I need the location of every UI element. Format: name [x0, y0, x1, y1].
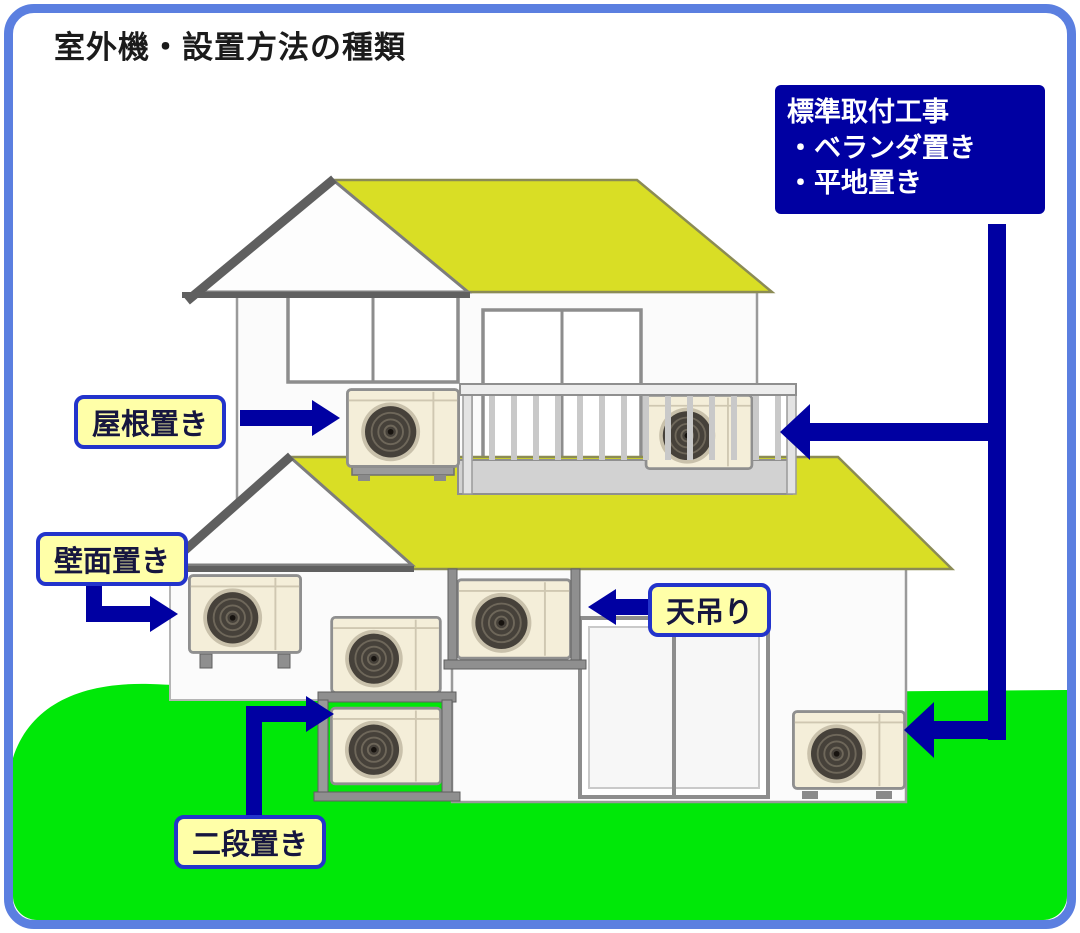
- arrow-ground-shaft: [934, 721, 1006, 739]
- first-floor-window: [578, 616, 770, 799]
- page-title: 室外機・設置方法の種類: [54, 30, 406, 66]
- wall-arrow-head: [150, 596, 178, 632]
- second-floor-left-window: [286, 290, 460, 384]
- ac-unit-roof: [346, 388, 460, 468]
- label-arrows: [86, 400, 652, 818]
- upper-roof: [182, 175, 776, 305]
- two-tier-arrow-head: [306, 696, 334, 732]
- ac-unit-stack-top: [330, 616, 442, 694]
- arrow-trunk: [988, 224, 1006, 740]
- roof-arrow-head: [312, 400, 340, 436]
- arrow-balcony-shaft: [810, 423, 1006, 441]
- standard-installation-title: 標準取付工事: [787, 97, 949, 128]
- roof-arrow-shaft: [240, 410, 312, 426]
- standard-installation-item-ground: ・平地置き: [787, 168, 922, 200]
- wall-arrow-shaft: [86, 606, 150, 622]
- info-box-arrows: [780, 224, 1006, 758]
- ac-unit-wall-mount: [188, 574, 302, 669]
- ac-unit-roof-mount: [346, 388, 460, 481]
- ac-unit-ground: [792, 710, 906, 790]
- label-roof-placement: 屋根置き: [74, 395, 227, 449]
- ac-unit-stack: [313, 616, 461, 802]
- ac-unit-ceiling: [456, 578, 572, 660]
- ac-unit-stack-bottom: [330, 706, 442, 786]
- label-wall-placement: 壁面置き: [36, 532, 189, 586]
- ceiling-arrow-shaft: [616, 599, 652, 615]
- standard-installation-item-veranda: ・ベランダ置き: [787, 132, 976, 164]
- ac-unit-wall: [188, 574, 302, 654]
- two-tier-arrow-vertical: [246, 708, 262, 818]
- arrow-ground-head: [904, 702, 934, 758]
- two-tier-arrow-shaft: [246, 706, 306, 722]
- standard-installation-box: 標準取付工事 ・ベランダ置き ・平地置き: [775, 85, 1045, 214]
- ac-unit-ceiling-mount: [443, 568, 587, 670]
- label-two-tier-placement: 二段置き: [174, 815, 327, 869]
- ceiling-arrow-head: [588, 589, 616, 625]
- label-ceiling-hung: 天吊り: [648, 583, 772, 637]
- arrow-balcony-head: [780, 404, 810, 460]
- ac-unit-ground-mount: [792, 710, 906, 799]
